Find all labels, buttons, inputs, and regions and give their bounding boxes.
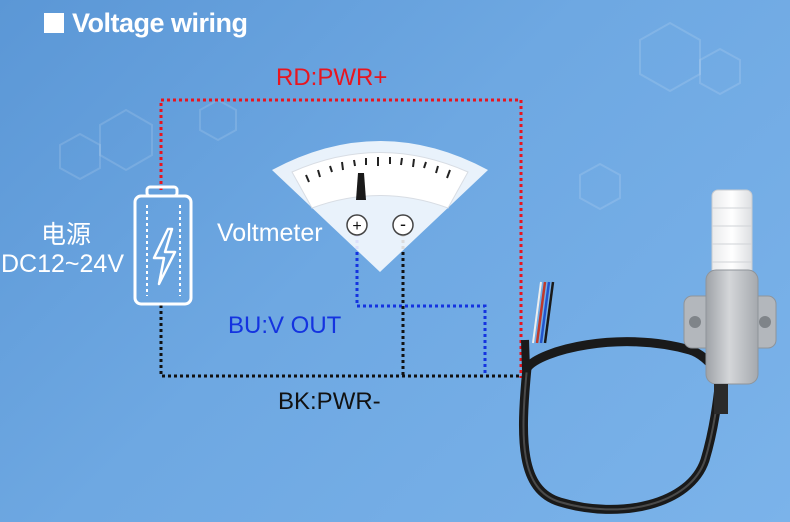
- red-wire-label: RD:PWR+: [276, 64, 388, 91]
- voltmeter-minus: -: [400, 214, 406, 234]
- title-text: Voltage wiring: [72, 7, 248, 38]
- diagram-title: Voltage wiring: [44, 8, 248, 38]
- blue-wire: [355, 228, 487, 376]
- title-square-icon: [44, 13, 64, 33]
- voltmeter-icon: + -: [272, 141, 488, 272]
- black-wire: [159, 228, 521, 378]
- lightning-icon: [152, 227, 177, 286]
- voltmeter-plus: +: [352, 218, 361, 235]
- sensor-icon: [683, 189, 777, 414]
- power-source-name: 电源: [41, 220, 92, 249]
- blue-wire-label: BU:V OUT: [228, 312, 342, 339]
- black-wire-label: BK:PWR-: [278, 388, 381, 415]
- voltmeter-label: Voltmeter: [217, 219, 323, 247]
- red-wire: [159, 98, 523, 378]
- battery-icon: [133, 185, 193, 306]
- power-source-range: DC12~24V: [1, 250, 124, 278]
